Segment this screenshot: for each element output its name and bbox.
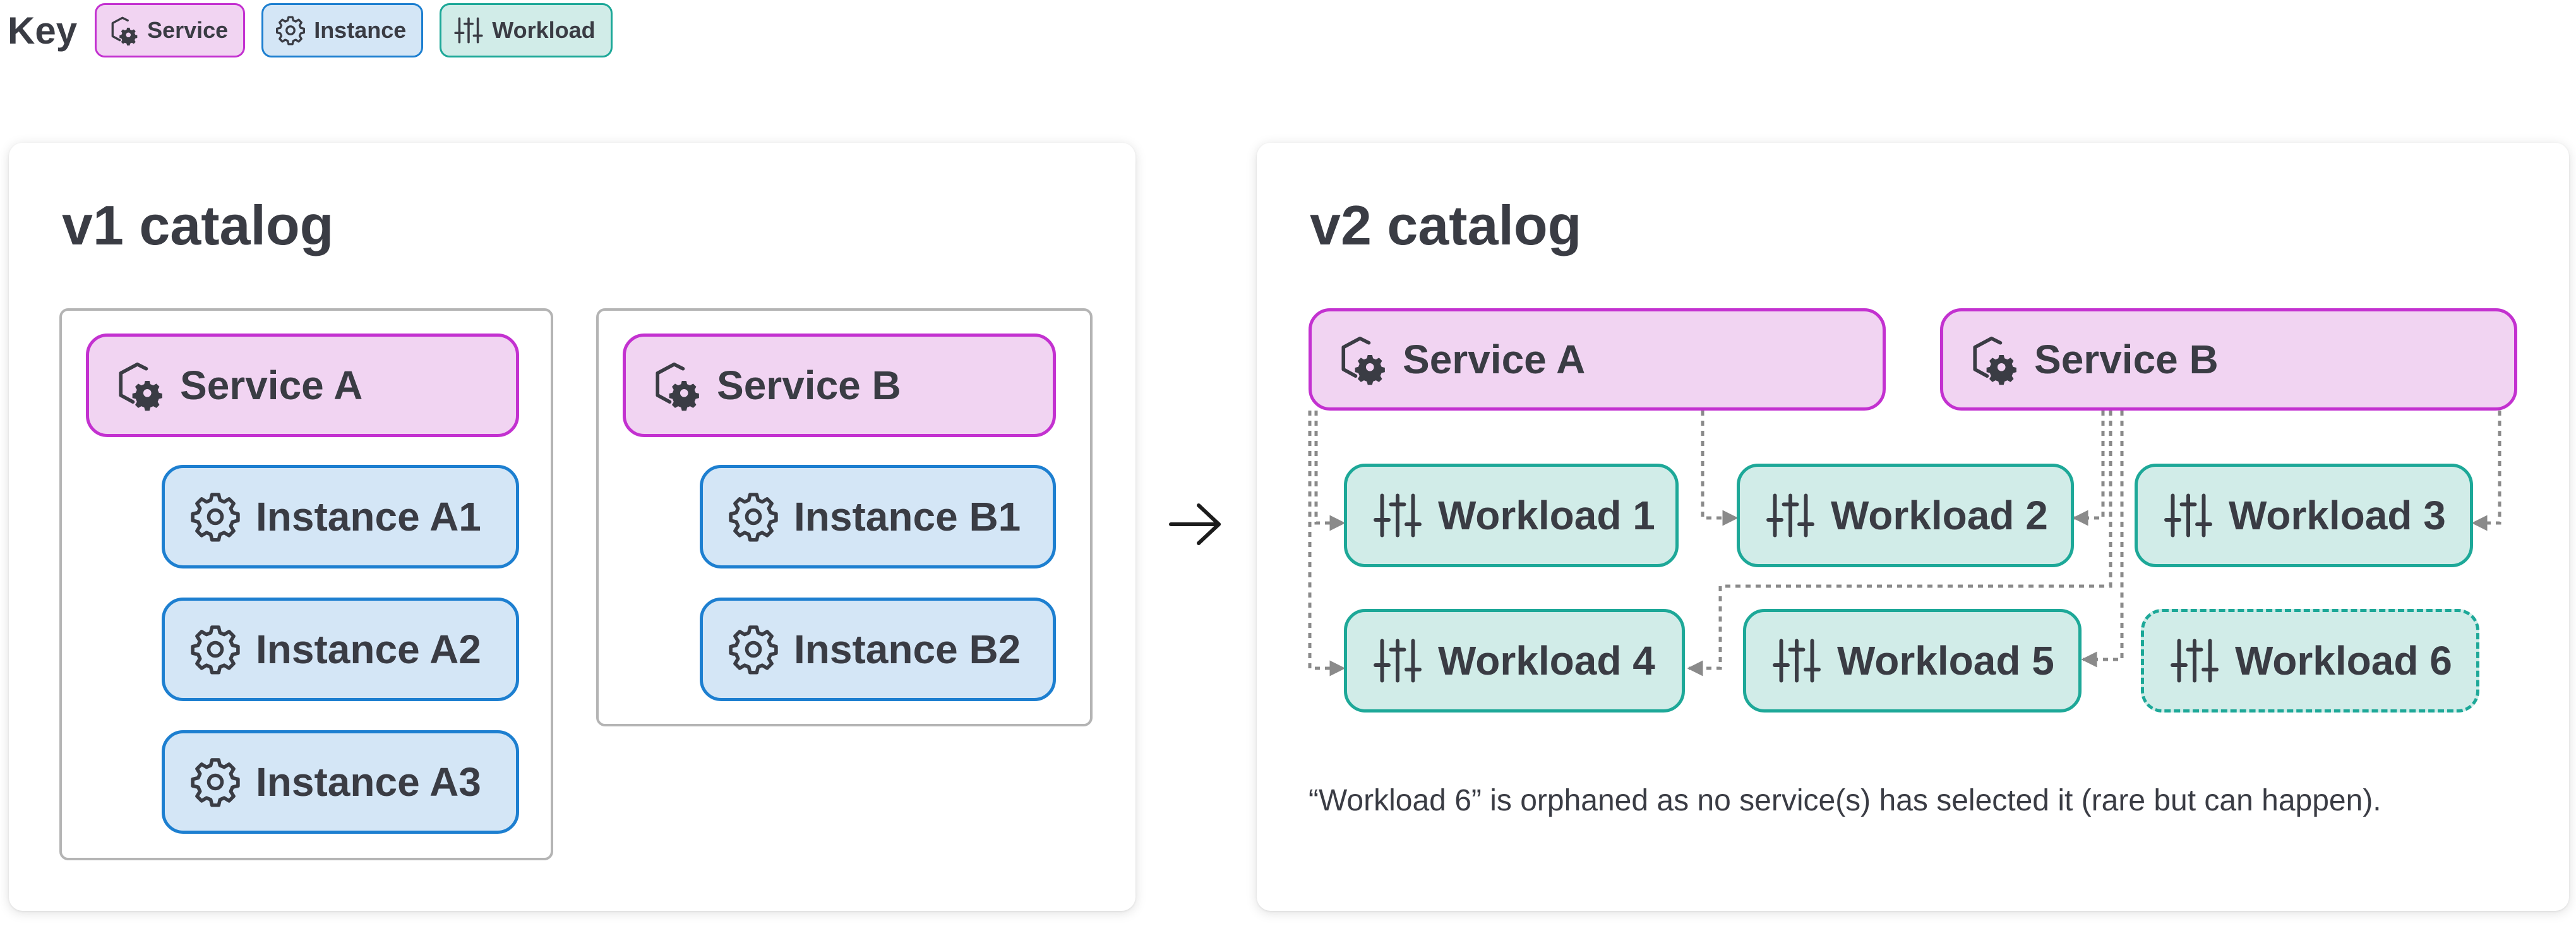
service-icon: [1341, 336, 1385, 385]
v1-service-b-label: Service B: [717, 363, 901, 408]
v2-workload-3[interactable]: Workload 3: [2135, 464, 2473, 567]
service-icon: [656, 362, 699, 411]
gear-icon: [729, 493, 778, 542]
v1-service-b[interactable]: Service B: [623, 334, 1056, 437]
legend-service-label: Service: [147, 17, 229, 43]
legend-title: Key: [8, 9, 78, 52]
service-icon: [111, 16, 138, 45]
gear-icon: [276, 16, 306, 45]
legend-instance-label: Instance: [314, 17, 407, 43]
sliders-icon: [1374, 639, 1422, 683]
sliders-icon: [1766, 493, 1814, 538]
v2-service-b[interactable]: Service B: [1940, 308, 2517, 411]
v2-workload-4-label: Workload 4: [1438, 638, 1655, 683]
v2-workload-6-label: Workload 6: [2235, 638, 2452, 683]
gear-icon: [729, 625, 778, 675]
service-a-group: [59, 308, 553, 860]
v2-workload-2-label: Workload 2: [1831, 493, 2048, 538]
v2-workload-3-label: Workload 3: [2229, 493, 2446, 538]
v1-instance-a2-label: Instance A2: [256, 627, 481, 672]
legend-workload-label: Workload: [492, 17, 596, 43]
v2-workload-1[interactable]: Workload 1: [1344, 464, 1679, 567]
sliders-icon: [2164, 493, 2212, 538]
v1-instance-a2[interactable]: Instance A2: [162, 598, 519, 701]
v2-service-b-label: Service B: [2034, 337, 2219, 382]
v1-instance-a3[interactable]: Instance A3: [162, 730, 519, 834]
v1-instance-b2[interactable]: Instance B2: [700, 598, 1056, 701]
sliders-icon: [454, 17, 483, 44]
sliders-icon: [2171, 639, 2219, 683]
legend-instance: Instance: [261, 3, 424, 57]
v2-service-a-label: Service A: [1403, 337, 1586, 382]
sliders-icon: [1773, 639, 1821, 683]
v1-service-a[interactable]: Service A: [86, 334, 519, 437]
v2-workload-4[interactable]: Workload 4: [1344, 609, 1685, 713]
v1-instance-b1-label: Instance B1: [794, 494, 1021, 539]
orphan-note: “Workload 6” is orphaned as no service(s…: [1309, 784, 2381, 817]
legend-workload: Workload: [440, 3, 613, 57]
v1-instance-a1-label: Instance A1: [256, 494, 481, 539]
v2-workload-6-orphaned[interactable]: Workload 6: [2141, 609, 2479, 713]
gear-icon: [191, 758, 240, 807]
v2-catalog-title: v2 catalog: [1310, 194, 1582, 256]
service-icon: [119, 362, 162, 411]
v1-instance-b2-label: Instance B2: [794, 627, 1021, 672]
v2-service-a[interactable]: Service A: [1309, 308, 1886, 411]
service-icon: [1973, 336, 2016, 385]
v1-instance-b1[interactable]: Instance B1: [700, 465, 1056, 568]
legend: Key Service Instance Workload: [8, 0, 629, 61]
v2-workload-1-label: Workload 1: [1438, 493, 1655, 538]
legend-service: Service: [95, 3, 246, 57]
v1-service-a-label: Service A: [180, 363, 363, 408]
v1-catalog-title: v1 catalog: [62, 194, 334, 256]
sliders-icon: [1374, 493, 1422, 538]
gear-icon: [191, 493, 240, 542]
v1-instance-a1[interactable]: Instance A1: [162, 465, 519, 568]
v2-workload-5[interactable]: Workload 5: [1743, 609, 2082, 713]
v2-workload-5-label: Workload 5: [1837, 638, 2054, 683]
gear-icon: [191, 625, 240, 675]
v2-workload-2[interactable]: Workload 2: [1737, 464, 2074, 567]
service-b-group: [596, 308, 1093, 726]
right-arrow-icon: [1169, 503, 1221, 545]
v1-instance-a3-label: Instance A3: [256, 759, 481, 805]
